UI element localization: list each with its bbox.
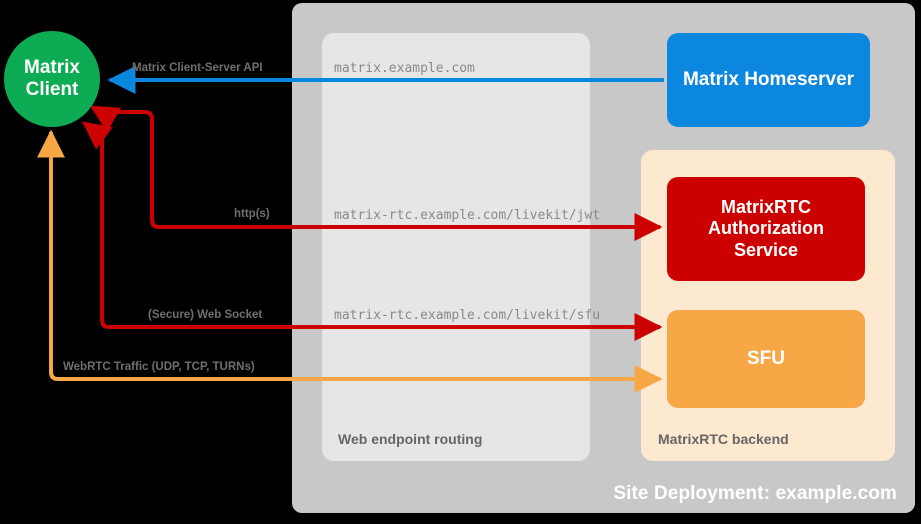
node-sfu-label: SFU <box>747 347 785 369</box>
client-label-line1: Matrix <box>24 57 80 79</box>
edge-http-s <box>89 105 663 241</box>
node-matrix-client[interactable]: Matrix Client <box>4 31 100 127</box>
client-label-line2: Client <box>25 79 79 100</box>
edge-secure-web-socket <box>82 121 663 341</box>
web-endpoint-routing-container <box>322 33 590 461</box>
auth-label-line1: MatrixRTC <box>720 196 811 217</box>
node-sfu[interactable]: SFU <box>667 310 865 408</box>
endpoint-label-livekit-jwt: matrix-rtc.example.com/livekit/jwt <box>334 208 601 223</box>
node-auth-label: MatrixRTC Authorization Service <box>708 197 824 262</box>
node-matrix-homeserver-label: Matrix Homeserver <box>682 68 855 90</box>
auth-label-line3: Service <box>733 239 799 260</box>
node-matrix-client-label: Matrix Client <box>24 57 80 101</box>
endpoint-label-matrix-example-com: matrix.example.com <box>334 61 475 76</box>
edge-webrtc-traffic <box>37 129 663 393</box>
edge-label-http-s: http(s) <box>234 208 270 220</box>
edge-label-webrtc-traffic: WebRTC Traffic (UDP, TCP, TURNs) <box>63 361 255 373</box>
auth-label-line2: Authorization <box>708 218 824 239</box>
node-matrix-homeserver[interactable]: Matrix Homeserver <box>667 33 870 127</box>
endpoint-label-livekit-sfu: matrix-rtc.example.com/livekit/sfu <box>334 308 601 323</box>
edge-label-secure-web-socket: (Secure) Web Socket <box>148 309 263 321</box>
edge-label-matrix-client-server-api: Matrix Client-Server API <box>132 62 263 74</box>
node-matrixrtc-authorization-service[interactable]: MatrixRTC Authorization Service <box>667 177 865 281</box>
